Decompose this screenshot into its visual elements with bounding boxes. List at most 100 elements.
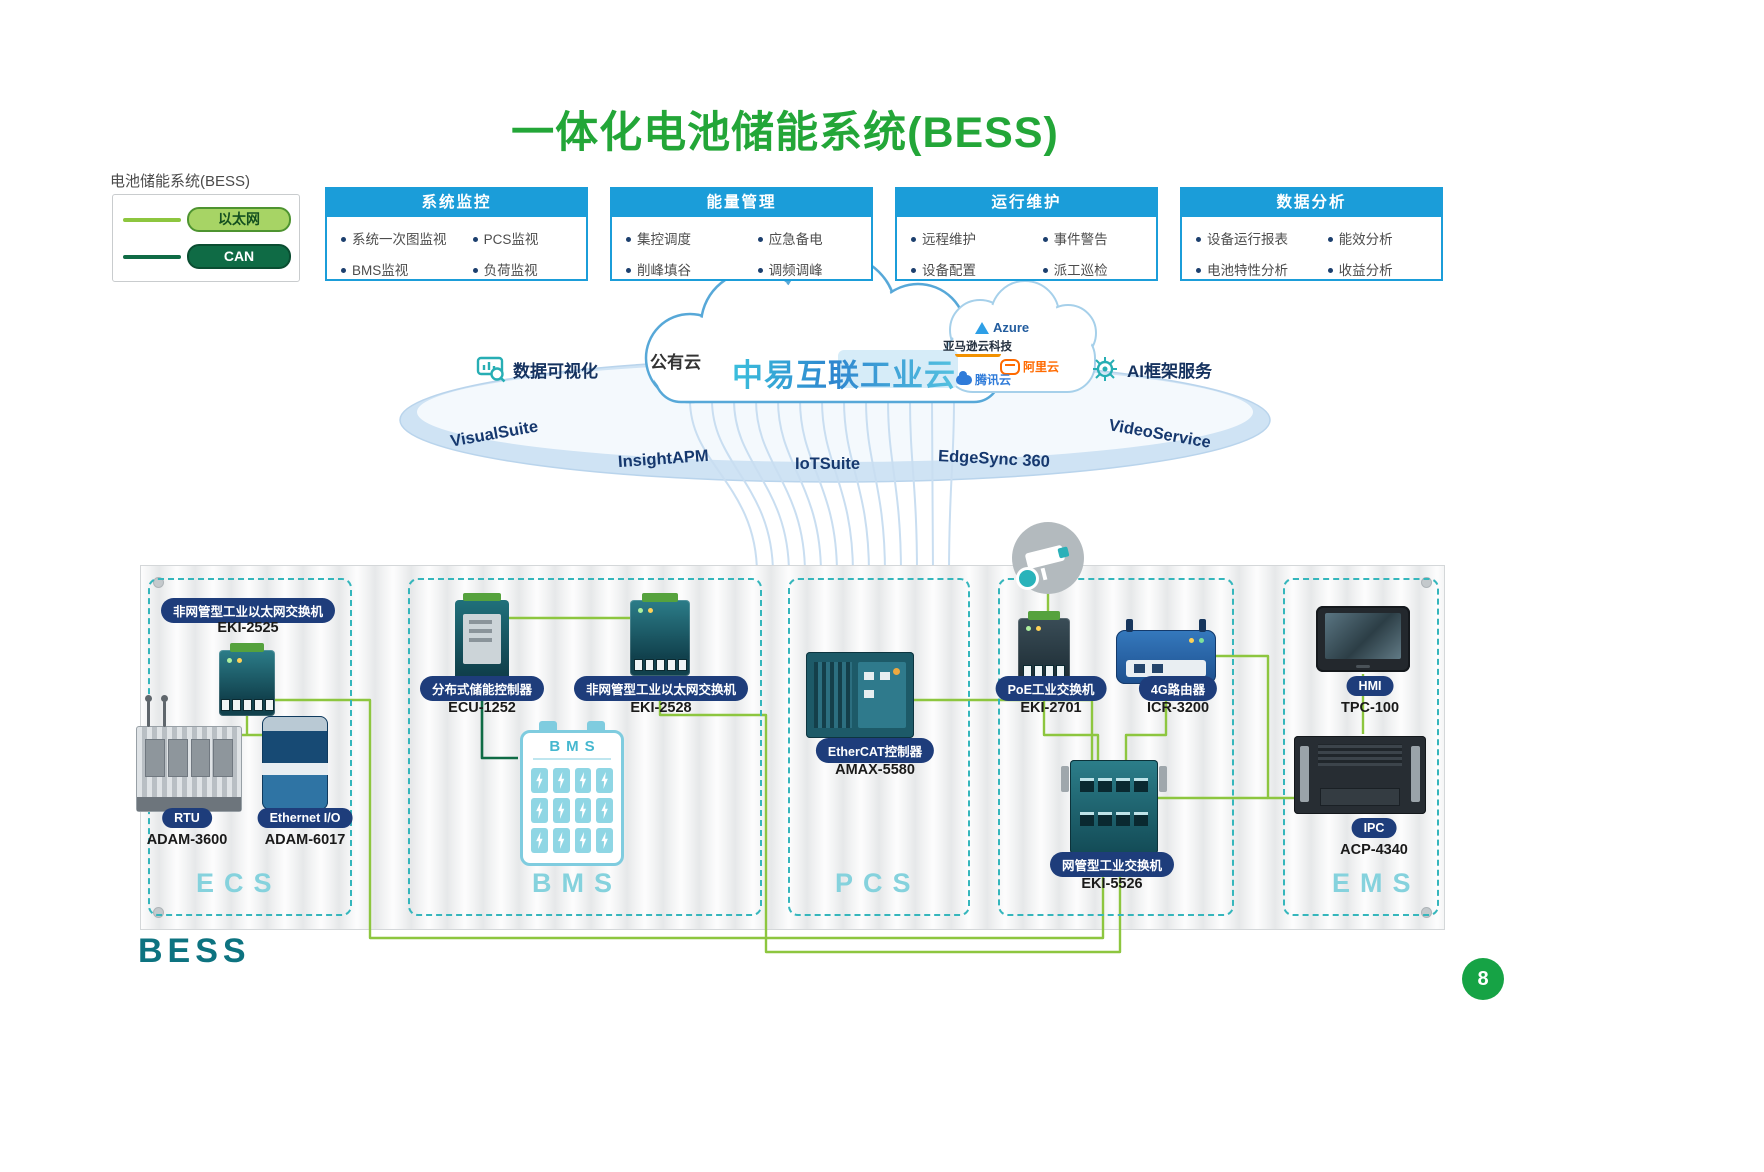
battery-cells: [523, 763, 621, 858]
legend: 以太网 CAN: [112, 194, 300, 282]
feature-item: BMS监视: [341, 259, 473, 279]
feature-box-title: 数据分析: [1182, 189, 1441, 217]
feature-item: 设备运行报表: [1196, 228, 1328, 248]
legend-row-ethernet: 以太网: [123, 207, 299, 232]
eki-2528-model: EKI-2528: [630, 700, 692, 716]
feature-box-title: 系统监控: [327, 189, 586, 217]
ethernet-line-sample: [123, 217, 181, 222]
eki-5526-model: EKI-5526: [1081, 876, 1143, 892]
ipc-pill: IPC: [1351, 818, 1397, 838]
industrial-cloud-logo: 中易互联工业云: [732, 350, 956, 395]
ethernet-legend-pill: 以太网: [187, 207, 291, 232]
feature-box-system-monitoring: 系统监控 系统一次图监视 PCS监视 BMS监视 负荷监视: [325, 187, 588, 281]
legend-title: 电池储能系统(BESS): [110, 173, 251, 190]
azure-label: Azure: [993, 320, 1030, 335]
adam-6017-device: [262, 716, 328, 810]
hmi-pill: HMI: [1346, 676, 1394, 696]
azure-icon: [975, 321, 989, 334]
eki-5526-device: [1061, 760, 1167, 854]
adam-3600-model: ADAM-3600: [146, 832, 228, 848]
tencent-cloud-provider: 腾讯云: [956, 370, 1012, 388]
icr-3200-pill: 4G路由器: [1138, 676, 1218, 701]
eki-2525-model: EKI-2525: [217, 620, 279, 636]
public-cloud-label: 公有云: [650, 353, 701, 372]
section-label-ems: EMS: [1332, 868, 1421, 898]
amax-5580-device: [806, 652, 914, 738]
feature-box-data-analysis: 数据分析 设备运行报表 能效分析 电池特性分析 收益分析: [1180, 187, 1443, 281]
bms-battery-box: BMS: [520, 721, 624, 866]
water-drop-icon: [1016, 567, 1039, 590]
eki-2528-pill: 非网管型工业以太网交换机: [573, 676, 749, 701]
feature-item: 集控调度: [626, 228, 758, 248]
feature-item: 调频调峰: [758, 259, 863, 279]
data-visualization-icon: [476, 356, 506, 383]
platform-logo-highlight: [838, 350, 958, 388]
aws-label: 亚马逊云科技: [943, 341, 1012, 353]
azure-provider: Azure: [975, 320, 1029, 335]
data-visualization-service: 数据可视化: [476, 355, 598, 383]
feature-item: PCS监视: [473, 228, 578, 248]
ai-framework-service: AI框架服务: [1090, 355, 1212, 383]
acp-4340-device: [1294, 736, 1426, 814]
alibaba-cloud-label: 阿里云: [1023, 360, 1060, 374]
tpc-100-model: TPC-100: [1340, 700, 1400, 716]
adam-3600-device: [136, 695, 242, 812]
camera-icon: [1012, 522, 1084, 594]
can-line-sample: [123, 254, 181, 259]
bms-box-title: BMS: [549, 738, 601, 755]
feature-item: 远程维护: [911, 228, 1043, 248]
can-legend-pill: CAN: [187, 244, 291, 269]
eki-2528-device: [630, 593, 690, 676]
ring-service-iotsuite: IoTSuite: [795, 455, 861, 473]
section-label-ecs: ECS: [196, 868, 282, 898]
eki-2701-pill: PoE工业交换机: [995, 676, 1107, 701]
amax-5580-model: AMAX-5580: [835, 762, 915, 778]
feature-item: 能效分析: [1328, 228, 1433, 248]
alibaba-cloud-provider: 阿里云: [1000, 358, 1059, 375]
feature-item: 事件警告: [1043, 228, 1148, 248]
acp-4340-model: ACP-4340: [1340, 842, 1408, 858]
tpc-100-device: [1316, 606, 1410, 672]
feature-item: 收益分析: [1328, 259, 1433, 279]
adam-6017-model: ADAM-6017: [264, 832, 346, 848]
feature-box-energy-management: 能量管理 集控调度 应急备电 削峰填谷 调频调峰: [610, 187, 873, 281]
feature-box-title: 能量管理: [612, 189, 871, 217]
section-label-bms: BMS: [532, 868, 622, 898]
icr-3200-model: ICR-3200: [1146, 700, 1210, 716]
page-number: 8: [1462, 958, 1504, 1000]
icr-3200-device: [1116, 619, 1216, 684]
ai-framework-label: AI框架服务: [1127, 361, 1212, 381]
feature-item: 派工巡检: [1043, 259, 1148, 279]
page-title: 一体化电池储能系统(BESS): [511, 109, 1059, 157]
tencent-cloud-label: 腾讯云: [975, 373, 1012, 387]
feature-box-operation-maintenance: 运行维护 远程维护 事件警告 设备配置 派工巡检: [895, 187, 1158, 281]
ecu-1252-model: ECU-1252: [448, 700, 516, 716]
eki-2701-device: [1018, 611, 1070, 682]
eki-5526-pill: 网管型工业交换机: [1049, 852, 1175, 877]
feature-item: 削峰填谷: [626, 259, 758, 279]
aws-icon: [954, 354, 1001, 357]
ecu-1252-device: [455, 593, 509, 682]
amax-5580-pill: EtherCAT控制器: [815, 738, 935, 763]
bess-label: BESS: [138, 932, 251, 970]
feature-item: 系统一次图监视: [341, 228, 473, 248]
eki-2701-model: EKI-2701: [1020, 700, 1082, 716]
feature-item: 电池特性分析: [1196, 259, 1328, 279]
eki-2525-device: [219, 643, 275, 716]
tencent-cloud-icon: [956, 370, 972, 385]
feature-item: 负荷监视: [473, 259, 578, 279]
alibaba-cloud-icon: [1000, 358, 1020, 375]
aws-provider: 亚马逊云科技: [943, 341, 1012, 357]
feature-item: 设备配置: [911, 259, 1043, 279]
eki-2525-pill: 非网管型工业以太网交换机: [160, 598, 336, 623]
data-visualization-label: 数据可视化: [513, 361, 598, 381]
feature-box-title: 运行维护: [897, 189, 1156, 217]
ethernet-io-pill: Ethernet I/O: [257, 808, 353, 828]
ecu-1252-pill: 分布式储能控制器: [419, 676, 545, 701]
rtu-pill: RTU: [162, 808, 212, 828]
ai-framework-icon: [1093, 357, 1117, 381]
legend-row-can: CAN: [123, 244, 299, 269]
feature-item: 应急备电: [758, 228, 863, 248]
